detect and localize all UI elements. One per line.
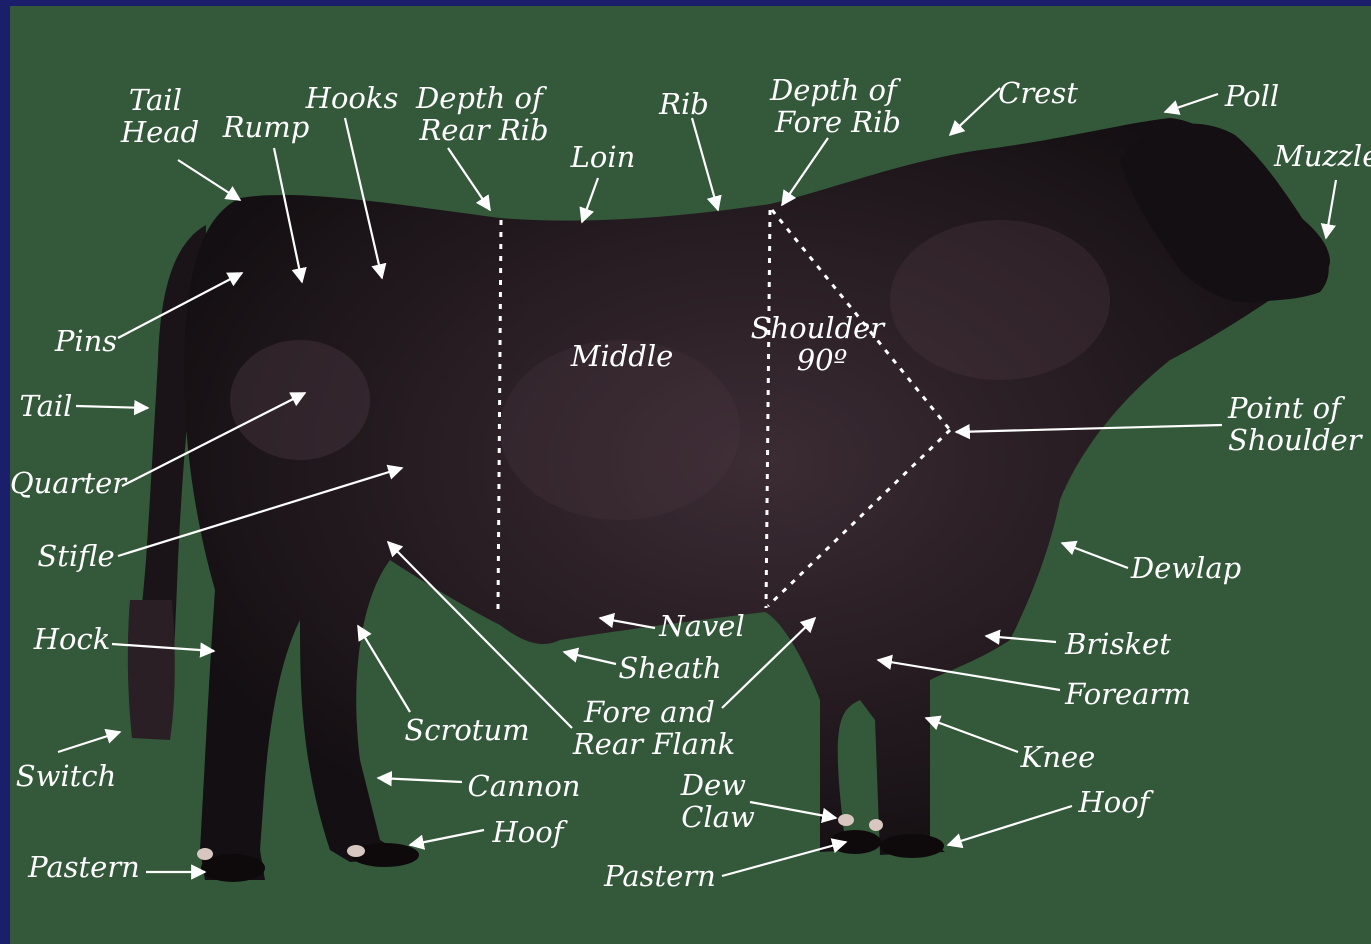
front-dew-claw [838, 814, 854, 826]
label-middle: Middle [570, 339, 674, 373]
label-hoof-rear: Hoof [492, 815, 569, 849]
label-pastern-rear: Pastern [27, 850, 140, 884]
label-dew-claw: Dew Claw [680, 768, 755, 834]
label-dewlap: Dewlap [1130, 551, 1241, 585]
label-tail: Tail [20, 389, 73, 423]
label-tail-head: Tail Head [120, 83, 199, 149]
label-sheath: Sheath [618, 651, 721, 685]
bull-switch [128, 600, 175, 740]
front-hoof-right [880, 834, 944, 858]
label-fore-rear-flank: Fore and Rear Flank [572, 695, 735, 761]
label-pins: Pins [54, 324, 117, 358]
label-brisket: Brisket [1064, 627, 1171, 661]
label-pastern-front: Pastern [603, 859, 716, 893]
body-highlight [230, 340, 370, 460]
label-hock: Hock [33, 622, 111, 656]
front-dew-claw-2 [869, 819, 883, 831]
label-depth-fore-rib: Depth of Fore Rib [769, 73, 906, 139]
hoof-highlight [347, 845, 365, 857]
body-highlight-3 [890, 220, 1110, 380]
label-quarter: Quarter [10, 466, 128, 500]
label-poll: Poll [1224, 79, 1279, 113]
rear-dew-claw [197, 848, 213, 860]
label-forearm: Forearm [1064, 677, 1191, 711]
label-hoof-front: Hoof [1078, 785, 1155, 819]
label-knee: Knee [1020, 740, 1096, 774]
label-scrotum: Scrotum [404, 713, 529, 747]
label-depth-rear-rib: Depth of Rear Rib [415, 81, 552, 147]
label-cannon: Cannon [468, 769, 581, 803]
label-crest: Crest [998, 76, 1078, 110]
label-point-of-shoulder: Point of Shoulder [1227, 391, 1364, 457]
label-muzzle: Muzzle [1273, 139, 1371, 173]
label-loin: Loin [570, 140, 636, 174]
label-hooks: Hooks [305, 81, 399, 115]
label-rump: Rump [222, 110, 310, 144]
label-navel: Navel [658, 609, 745, 643]
front-hoof-left [829, 830, 881, 854]
label-stifle: Stifle [37, 539, 114, 573]
label-switch: Switch [16, 759, 117, 793]
label-rib: Rib [658, 87, 709, 121]
